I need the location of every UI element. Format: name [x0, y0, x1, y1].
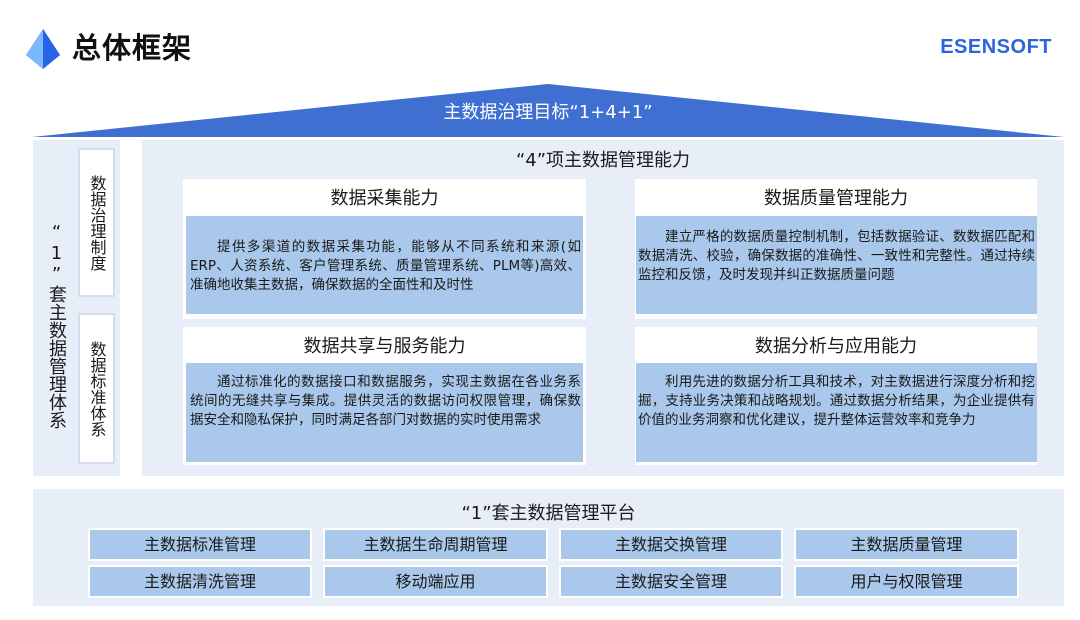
page-title: 总体框架	[72, 31, 193, 65]
module-quality-management: 主数据质量管理	[794, 528, 1019, 561]
module-mobile-app: 移动端应用	[323, 565, 548, 598]
platform-title: “1”套主数据管理平台	[461, 503, 636, 524]
data-standards-box: 数据标准体系	[78, 313, 115, 464]
capability-title: 数据共享与服务能力	[303, 336, 466, 357]
capability-card: 数据共享与服务能力 通过标准化的数据接口和数据服务，实现主数据在各业务系统间的无…	[183, 327, 586, 465]
roof-banner	[32, 84, 1064, 137]
capability-description: 利用先进的数据分析工具和技术，对主数据进行深度分析和挖掘，支持业务决策和战略规划…	[636, 363, 1037, 462]
capabilities-title: “4”项主数据管理能力	[515, 150, 691, 171]
module-standard-management: 主数据标准管理	[88, 528, 312, 561]
capability-description: 建立严格的数据质量控制机制，包括数据验证、数数据匹配和数据清洗、校验，确保数据的…	[636, 216, 1037, 314]
capability-title: 数据质量管理能力	[764, 188, 908, 209]
goal-title: 主数据治理目标“1+4+1”	[443, 102, 653, 123]
brand-logo-text: ESENSOFT	[940, 36, 1052, 58]
capability-description: 通过标准化的数据接口和数据服务，实现主数据在各业务系统间的无缝共享与集成。提供灵…	[186, 363, 583, 462]
data-standards-label: 数据标准体系	[87, 340, 107, 437]
capability-card: 数据质量管理能力 建立严格的数据质量控制机制，包括数据验证、数数据匹配和数据清洗…	[635, 179, 1037, 319]
module-exchange-management: 主数据交换管理	[559, 528, 783, 561]
management-system-label: “1”套主数据管理体系	[46, 222, 67, 429]
brand-gem-icon	[26, 29, 60, 69]
governance-rules-label: 数据治理制度	[87, 174, 107, 271]
module-lifecycle-management: 主数据生命周期管理	[323, 528, 548, 561]
capability-card: 数据采集能力 提供多渠道的数据采集功能，能够从不同系统和来源(如ERP、人资系统…	[183, 179, 586, 319]
module-user-permission-management: 用户与权限管理	[794, 565, 1019, 598]
governance-rules-box: 数据治理制度	[78, 148, 115, 297]
capability-description: 提供多渠道的数据采集功能，能够从不同系统和来源(如ERP、人资系统、客户管理系统…	[186, 216, 583, 314]
capability-title: 数据采集能力	[330, 188, 439, 209]
capability-title: 数据分析与应用能力	[755, 336, 917, 357]
module-cleansing-management: 主数据清洗管理	[88, 565, 312, 598]
module-security-management: 主数据安全管理	[559, 565, 783, 598]
capability-card: 数据分析与应用能力 利用先进的数据分析工具和技术，对主数据进行深度分析和挖掘，支…	[635, 327, 1037, 465]
